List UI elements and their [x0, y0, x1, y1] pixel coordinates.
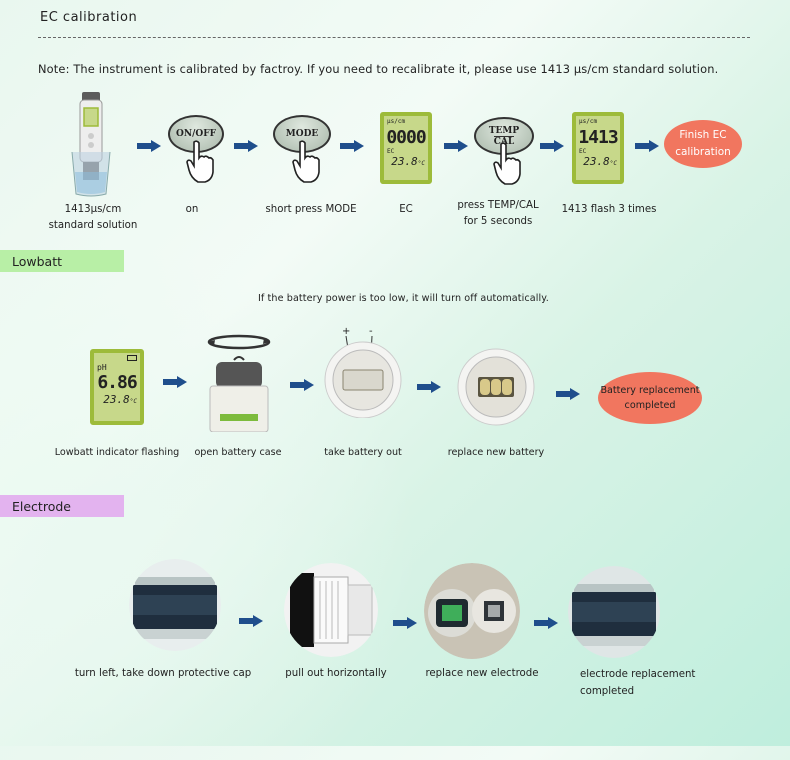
flow-arrow-icon — [534, 614, 558, 629]
pointing-hand-icon — [292, 140, 322, 188]
ec-step-5-label: press TEMP/CAL for 5 seconds — [457, 200, 539, 227]
flow-arrow-icon — [540, 137, 564, 152]
lowbatt-section-tag: Lowbatt — [0, 250, 124, 272]
pointing-hand-icon — [493, 142, 523, 190]
electrode-step-1-label: turn left, take down protective cap — [74, 668, 252, 679]
battery-replacement-completed-badge: Battery replacement completed — [598, 372, 702, 424]
flow-arrow-icon — [163, 373, 187, 388]
electrode-step-2-label: pull out horizontally — [285, 668, 387, 679]
lowbatt-step-3-label: take battery out — [324, 447, 402, 458]
flow-arrow-icon — [556, 385, 580, 400]
flow-arrow-icon — [635, 137, 659, 152]
lowbatt-step-1-label: Lowbatt indicator flashing — [54, 447, 180, 458]
section-divider — [38, 37, 750, 38]
minus-terminal-label: - — [369, 326, 373, 337]
plus-terminal-label: + — [342, 326, 351, 337]
pointing-hand-icon — [186, 140, 216, 188]
lcd-display-ec-1413: µs/cm 1413 EC 23.8°C — [572, 112, 624, 184]
new-battery-illustration — [456, 347, 536, 427]
electrode-pull-out-photo — [284, 563, 378, 657]
flow-arrow-icon — [239, 612, 263, 627]
empty-battery-compartment-illustration — [322, 335, 404, 419]
lowbatt-step-2-label: open battery case — [194, 447, 282, 458]
electrode-section-tag: Electrode — [0, 495, 124, 517]
lcd-display-ec-zero: µs/cm 0000 EC 23.8°C — [380, 112, 432, 184]
flow-arrow-icon — [444, 137, 468, 152]
ec-step-6-label: 1413 flash 3 times — [561, 204, 657, 215]
ec-note: Note: The instrument is calibrated by fa… — [38, 62, 719, 76]
flow-arrow-icon — [290, 376, 314, 391]
flow-arrow-icon — [340, 137, 364, 152]
ec-section-title: EC calibration — [40, 10, 138, 25]
ec-step-3-label: short press MODE — [265, 204, 357, 215]
ec-step-2-label: on — [185, 204, 199, 215]
electrode-completed-photo — [568, 566, 660, 658]
flow-arrow-icon — [417, 378, 441, 393]
protective-cap-photo — [129, 559, 221, 651]
ec-step-1-label: 1413µs/cm standard solution — [48, 204, 138, 231]
flow-arrow-icon — [234, 137, 258, 152]
meter-in-beaker-illustration — [68, 90, 116, 198]
battery-icon — [127, 355, 137, 361]
lowbatt-note: If the battery power is too low, it will… — [258, 293, 549, 304]
flow-arrow-icon — [393, 614, 417, 629]
lcd-display-ph-lowbatt: pH 6.86 23.8°C — [90, 349, 144, 425]
finish-ec-calibration-badge: Finish EC calibration — [664, 120, 742, 168]
electrode-step-4-label: electrode replacement completed — [580, 669, 696, 697]
ec-step-4-label: EC — [399, 204, 413, 215]
electrode-step-3-label: replace new electrode — [425, 668, 539, 679]
battery-case-illustration — [206, 332, 272, 433]
flow-arrow-icon — [137, 137, 161, 152]
lowbatt-step-4-label: replace new battery — [447, 447, 545, 458]
new-electrode-photo — [424, 563, 520, 659]
